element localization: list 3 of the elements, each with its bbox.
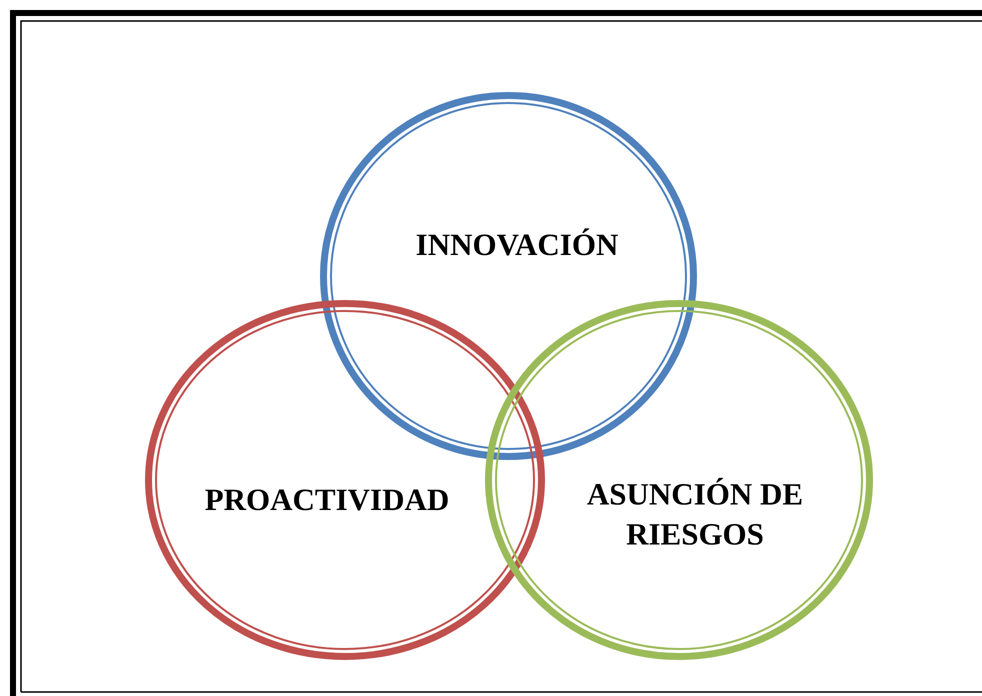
circle-label: PROACTIVIDAD [204, 480, 450, 519]
circle-label: ASUNCIÓN DE RIESGOS [586, 476, 804, 554]
circle-label: INNOVACIÓN [414, 226, 620, 264]
